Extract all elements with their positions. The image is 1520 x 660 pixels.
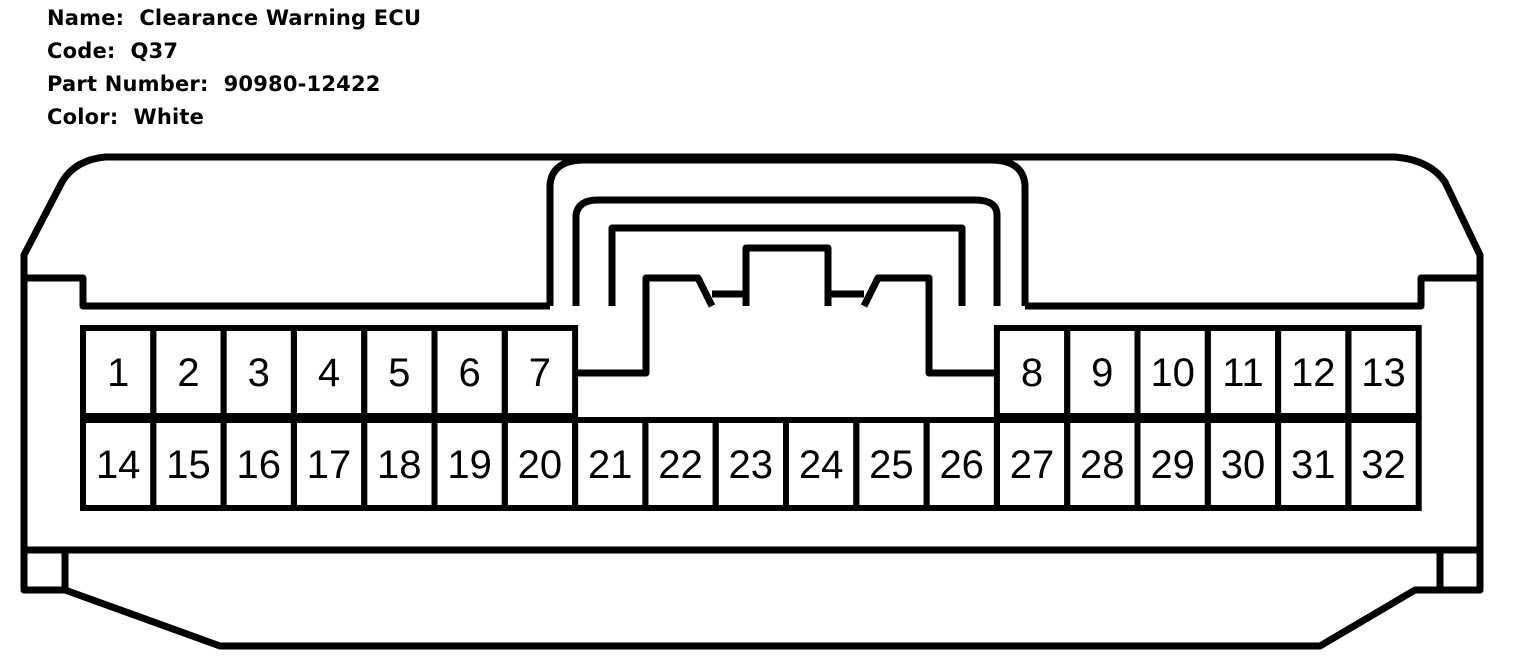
pin-label-2: 2 [177, 351, 199, 395]
lock-tab [742, 244, 832, 306]
pin-label-25: 25 [869, 443, 914, 487]
housing-top-ledge [24, 274, 1480, 310]
code-line: Code: Q37 [47, 35, 421, 68]
pin-label-24: 24 [799, 443, 844, 487]
part-number-line: Part Number: 90980-12422 [47, 68, 421, 101]
latch-outer-frame [546, 156, 1029, 306]
connector-housing-outline [20, 153, 1484, 650]
part-number-value: 90980-12422 [223, 72, 381, 96]
pin-label-11: 11 [1222, 351, 1264, 395]
name-line: Name: Clearance Warning ECU [47, 2, 421, 35]
pin-label-14: 14 [96, 443, 141, 487]
pin-label-4: 4 [318, 351, 340, 395]
color-line: Color: White [47, 101, 421, 134]
pin-label-15: 15 [166, 443, 211, 487]
latch-window [608, 224, 966, 306]
lock-key [578, 274, 997, 377]
housing-bottom-ledge [24, 546, 1480, 590]
pin-label-18: 18 [377, 443, 422, 487]
code-label: Code: [47, 39, 116, 63]
pin-label-8: 8 [1021, 351, 1043, 395]
pin-label-16: 16 [237, 443, 282, 487]
pin-label-22: 22 [658, 443, 703, 487]
pin-label-29: 29 [1150, 443, 1195, 487]
color-label: Color: [47, 105, 119, 129]
pin-label-28: 28 [1080, 443, 1125, 487]
pin-label-10: 10 [1150, 351, 1195, 395]
color-value: White [133, 105, 205, 129]
latch-inner-frame [572, 196, 1001, 306]
pin-label-1: 1 [107, 351, 129, 395]
code-value: Q37 [130, 39, 179, 63]
pin-label-17: 17 [307, 443, 352, 487]
pin-cavity-32 [1345, 417, 1422, 511]
pin-label-9: 9 [1091, 351, 1113, 395]
pin-label-7: 7 [529, 351, 551, 395]
name-value: Clearance Warning ECU [139, 6, 422, 30]
pin-label-23: 23 [729, 443, 774, 487]
pin-label-27: 27 [1010, 443, 1055, 487]
pin-label-13: 13 [1361, 351, 1406, 395]
pin-label-31: 31 [1291, 443, 1336, 487]
pin-label-21: 21 [588, 443, 633, 487]
name-label: Name: [47, 6, 125, 30]
pin-label-30: 30 [1221, 443, 1266, 487]
bottom-pin-row: 14 15 16 17 18 19 20 21 22 23 24 25 26 27 28 29 30 31 32 [80, 417, 1422, 511]
connector-info: Name: Clearance Warning ECU Code: Q37 Pa… [47, 2, 421, 134]
pin-label-32: 32 [1361, 443, 1406, 487]
pin-label-26: 26 [939, 443, 984, 487]
pin-label-6: 6 [458, 351, 480, 395]
pin-label-12: 12 [1291, 351, 1336, 395]
pin-label-5: 5 [388, 351, 410, 395]
pin-label-3: 3 [248, 351, 270, 395]
part-number-label: Part Number: [47, 72, 209, 96]
pin-label-19: 19 [447, 443, 492, 487]
pin-cavity-13 [1345, 325, 1422, 419]
pin-cavity-7 [501, 325, 579, 419]
pin-label-20: 20 [518, 443, 563, 487]
